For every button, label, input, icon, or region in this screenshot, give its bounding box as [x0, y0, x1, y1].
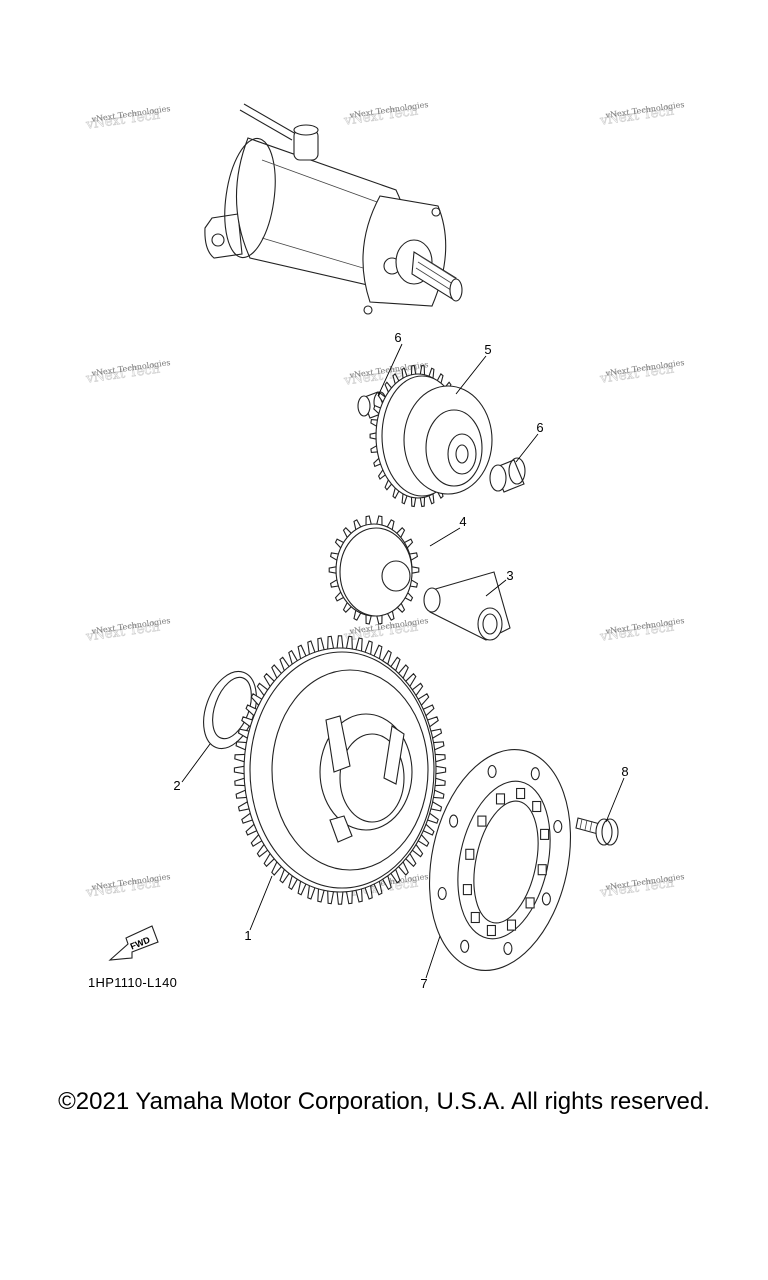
copyright-notice: ©2021 Yamaha Motor Corporation, U.S.A. A… [58, 1088, 710, 1115]
part-2-washer [203, 670, 257, 750]
diagram-code: 1HP1110-L140 [88, 975, 178, 990]
callout-6-lower: 6 [536, 420, 543, 435]
part-4-idle-gear [328, 515, 420, 625]
part-1-large-gear [233, 635, 447, 905]
callout-7: 7 [420, 976, 427, 991]
clutch-roller [540, 828, 550, 840]
clutch-bolt-hole [503, 941, 513, 956]
part-6-lower-bush [489, 457, 526, 493]
clutch-roller [532, 800, 542, 813]
callout-labels: 6 5 6 4 3 2 1 7 8 [173, 330, 628, 991]
part-5-gear-assembly [369, 364, 493, 508]
gear-tooth-outline [233, 635, 447, 905]
clutch-roller [486, 924, 496, 937]
clutch-bolt-hole [553, 819, 563, 834]
leader-lines [181, 343, 625, 979]
callout-5: 5 [484, 342, 491, 357]
clutch-roller [477, 815, 487, 827]
part-7-one-way-clutch [428, 748, 572, 972]
clutch-roller [465, 848, 475, 860]
clutch-roller [525, 897, 535, 909]
clutch-roller [495, 793, 506, 805]
callout-6-upper: 6 [394, 330, 401, 345]
part-3-shaft [423, 571, 511, 641]
clutch-bolt-hole [460, 939, 470, 953]
callout-3: 3 [506, 568, 513, 583]
callout-2: 2 [173, 778, 180, 793]
clutch-roller [462, 884, 472, 896]
callout-8: 8 [621, 764, 628, 779]
clutch-roller [506, 919, 517, 931]
starter-motor-illustration [204, 103, 463, 315]
gear-tooth-outline [328, 515, 420, 625]
fwd-direction-arrow: FWD [108, 925, 159, 961]
clutch-bolt-hole [449, 814, 459, 828]
clutch-bolt-hole [487, 764, 497, 779]
callout-4: 4 [459, 514, 466, 529]
clutch-roller [516, 787, 526, 800]
clutch-roller [470, 911, 480, 924]
clutch-roller [537, 864, 547, 876]
callout-1: 1 [244, 928, 251, 943]
clutch-bolt-hole [541, 892, 551, 906]
clutch-bolt-hole [437, 886, 447, 901]
clutch-bolt-hole [530, 767, 540, 781]
part-8-bolt [575, 817, 619, 846]
